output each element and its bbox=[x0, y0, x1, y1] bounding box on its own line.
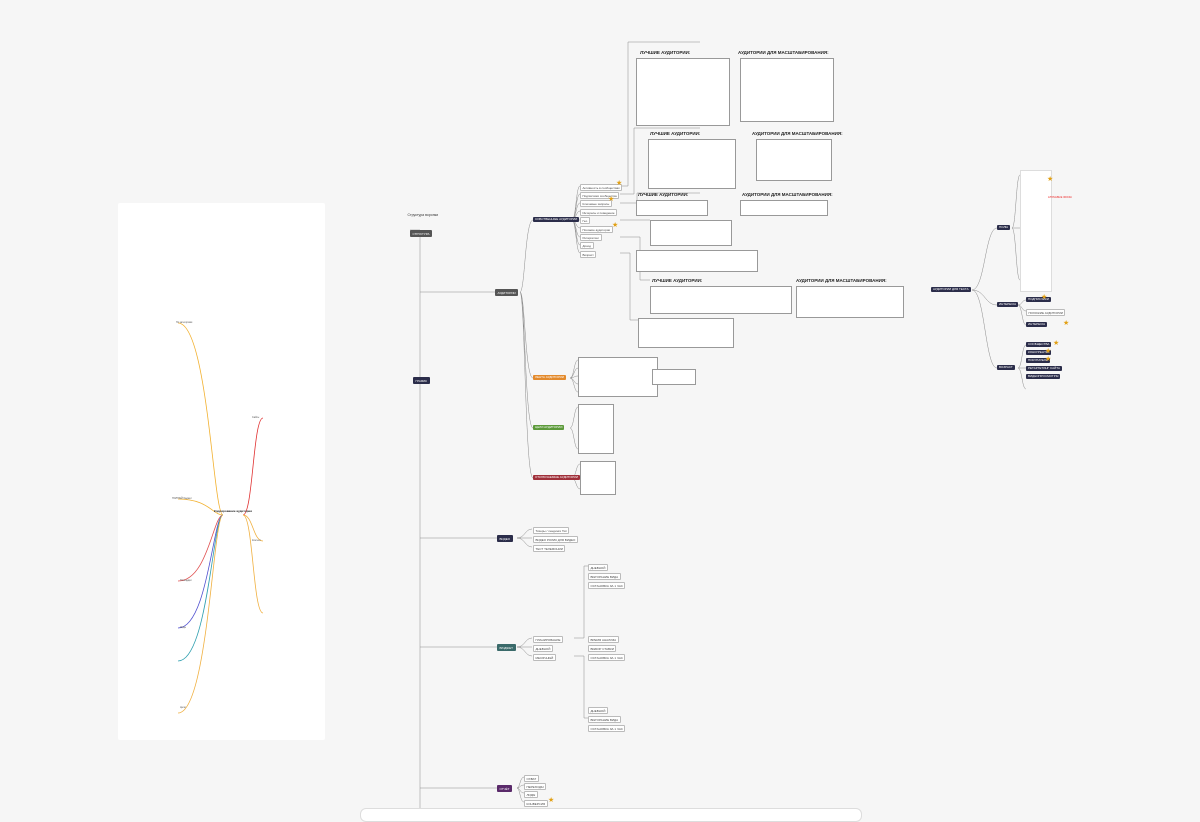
budget-daily[interactable]: ДНЕВНОЙ bbox=[533, 645, 553, 652]
item-age[interactable]: Возраст bbox=[580, 251, 597, 258]
budget-node[interactable]: БЮДЖЕТ bbox=[497, 644, 516, 651]
scale-box-3 bbox=[740, 200, 828, 216]
video-item-2[interactable]: ВИДЕО РОЛИК ДЛЯ ВИДЕО bbox=[533, 536, 578, 543]
star-icon: ★ bbox=[1063, 320, 1070, 327]
feed-box-2 bbox=[652, 369, 696, 385]
header-scale-4: АУДИТОРИИ ДЛЯ МАСШТАБИРОВАНИЯ: bbox=[796, 278, 887, 283]
goals-box bbox=[578, 404, 614, 454]
right-sub-4[interactable]: СООБЩЕСТВА bbox=[1026, 342, 1052, 347]
header-best-3: ЛУЧШИЕ АУДИТОРИИ: bbox=[638, 192, 689, 197]
low-box bbox=[638, 318, 734, 348]
budget-low-2[interactable]: ВЫГОРАНИЕ ВИДА bbox=[588, 716, 621, 723]
audiences-node[interactable]: АУДИТОРИИ bbox=[495, 289, 519, 296]
report-reach[interactable]: ОХВАТ bbox=[524, 775, 539, 782]
star-icon: ★ bbox=[608, 196, 615, 203]
header-scale-2: АУДИТОРИИ ДЛЯ МАСШТАБИРОВАНИЯ: bbox=[752, 131, 843, 136]
item-interests[interactable]: Интересы и поведение bbox=[580, 209, 618, 216]
best-box-2 bbox=[648, 139, 736, 189]
right-sub-8[interactable]: ВИДЕОПРОСМОТРЫ bbox=[1026, 374, 1061, 379]
right-red-text: КЛЮЧЕВЫЕ ФРАЗЫ bbox=[1048, 196, 1072, 199]
star-icon: ★ bbox=[1053, 340, 1060, 347]
star-icon: ★ bbox=[1045, 356, 1052, 363]
right-list-box bbox=[1020, 170, 1052, 292]
mid-box-2 bbox=[636, 250, 758, 272]
item-community-activity[interactable]: Активность в сообществах bbox=[580, 184, 623, 191]
header-scale-1: АУДИТОРИИ ДЛЯ МАСШТАБИРОВАНИЯ: bbox=[738, 50, 829, 55]
report-conversion[interactable]: КОНВЕРСИЯ bbox=[524, 800, 548, 807]
budget-mid-3[interactable]: ОСТАНОВКА ЗА 1 ЧАС bbox=[588, 654, 626, 661]
budget-low-1[interactable]: ДНЕВНОЙ bbox=[588, 707, 608, 714]
star-icon: ★ bbox=[1041, 294, 1048, 301]
item-geo[interactable]: Гео bbox=[580, 217, 590, 224]
group-feed-audiences[interactable]: ЛЕНТА АУДИТОРИИ bbox=[533, 375, 566, 380]
bottom-toolbar[interactable] bbox=[360, 808, 862, 822]
best-box-1 bbox=[636, 58, 730, 126]
strategy-node[interactable]: ГРАФИК bbox=[413, 377, 430, 384]
best-box-3 bbox=[636, 200, 708, 216]
budget-mid-1[interactable]: ВРЕМЯ АНАЛИЗА bbox=[588, 636, 619, 643]
group-excluded-audiences[interactable]: ОТКЛЮЧАЕМЫЕ АУДИТОРИИ bbox=[533, 475, 580, 480]
video-item-1[interactable]: Тизеры / лендинги Тип bbox=[533, 527, 570, 534]
scale-box-1 bbox=[740, 58, 834, 122]
right-center-node[interactable]: АУДИТОРИИ ДЛЯ ТЕСТА bbox=[931, 287, 971, 292]
feed-box bbox=[578, 357, 658, 397]
mini-branch-5: Контент bbox=[252, 539, 261, 542]
star-icon: ★ bbox=[616, 180, 623, 187]
report-clicks[interactable]: ПЕРЕХОДЫ bbox=[524, 783, 547, 790]
mid-box bbox=[650, 220, 732, 246]
off-box bbox=[580, 461, 616, 495]
mini-branch-4: Сайты bbox=[252, 416, 260, 419]
mini-branch-2: ПОЛНЫЙ бюджет bbox=[172, 497, 192, 500]
header-best-2: ЛУЧШИЕ АУДИТОРИИ: bbox=[650, 131, 701, 136]
star-icon: ★ bbox=[1045, 348, 1052, 355]
mini-branch-7: Цели bbox=[180, 706, 186, 709]
right-sub-2[interactable]: ПОХОЖИЕ АУДИТОРИИ bbox=[1026, 309, 1066, 316]
star-icon: ★ bbox=[612, 222, 619, 229]
video-item-3[interactable]: ТЕСТ ТЕЛЕФОНИИ bbox=[533, 545, 566, 552]
star-icon: ★ bbox=[1047, 176, 1054, 183]
budget-top-2[interactable]: ВЫГОРАНИЕ ВИДА bbox=[588, 573, 621, 580]
right-node-interests[interactable]: ИНТЕРЕСЫ bbox=[997, 302, 1018, 307]
header-best-4: ЛУЧШИЕ АУДИТОРИИ: bbox=[652, 278, 703, 283]
item-lookalike[interactable]: Похожие аудитории bbox=[580, 226, 613, 233]
budget-planning[interactable]: ПЛАНИРОВАНИЕ bbox=[533, 636, 563, 643]
right-sub-6[interactable]: ПОКУПАТЕЛИ bbox=[1026, 358, 1051, 363]
root-node[interactable]: СТРУКТУРА bbox=[410, 230, 433, 237]
report-leads[interactable]: ЛИДЫ bbox=[524, 791, 538, 798]
scale-box-2 bbox=[756, 139, 832, 181]
mini-map-card[interactable]: Коррирование аудитории По категориям ПОЛ… bbox=[118, 203, 325, 740]
root-title: Структура воронки bbox=[407, 212, 439, 217]
budget-low-3[interactable]: ОСТАНОВКА ЗА 1 ЧАС bbox=[588, 725, 626, 732]
item-retargeting[interactable]: Ретаргетинг bbox=[580, 234, 602, 241]
best-box-4 bbox=[650, 286, 792, 314]
group-own-audiences[interactable]: СОБСТВЕННЫЕ АУДИТОРИИ bbox=[533, 217, 580, 222]
item-key-queries[interactable]: Ключевые запросы bbox=[580, 200, 612, 207]
budget-top-1[interactable]: ДНЕВНОЙ bbox=[588, 564, 608, 571]
right-sub-7[interactable]: РЕТАРГЕТИНГ САЙТА bbox=[1026, 366, 1062, 371]
video-node[interactable]: ВИДЕО bbox=[497, 535, 513, 542]
right-sub-5[interactable]: КОНКУРЕНТЫ bbox=[1026, 350, 1051, 355]
scale-box-4 bbox=[796, 286, 904, 318]
header-scale-3: АУДИТОРИИ ДЛЯ МАСШТАБИРОВАНИЯ: bbox=[742, 192, 833, 197]
budget-mid-2[interactable]: ВЫБОР СТАВКИ bbox=[588, 645, 617, 652]
star-icon: ★ bbox=[548, 797, 555, 804]
mini-map-center: Коррирование аудитории bbox=[213, 509, 253, 513]
header-best-1: ЛУЧШИЕ АУДИТОРИИ: bbox=[640, 50, 691, 55]
right-node-age[interactable]: ВОЗРАСТ bbox=[997, 365, 1015, 370]
mini-branch-6: Лиды bbox=[180, 626, 187, 629]
budget-monthly[interactable]: МЕСЯЧНЫЙ bbox=[533, 654, 556, 661]
right-sub-3[interactable]: ИНТЕРЕСЫ bbox=[1026, 322, 1047, 327]
right-sub-1[interactable]: ПОДПИСЧИКИ bbox=[1026, 297, 1051, 302]
mini-branch-1: По категориям bbox=[176, 321, 193, 324]
mini-branch-3: Площадки bbox=[180, 579, 192, 582]
right-node-floors[interactable]: ПОЛЫ bbox=[997, 225, 1011, 230]
budget-top-3[interactable]: ОСТАНОВКА ЗА 1 ЧАС bbox=[588, 582, 626, 589]
report-node[interactable]: ОТЧЁТ bbox=[497, 785, 513, 792]
group-goal-audiences[interactable]: ЦЕЛИ АУДИТОРИИ bbox=[533, 425, 565, 430]
item-community-subscribers[interactable]: Подписчики сообщества bbox=[580, 192, 620, 199]
item-income[interactable]: Доход bbox=[580, 242, 594, 249]
mini-map-branches bbox=[177, 322, 264, 714]
